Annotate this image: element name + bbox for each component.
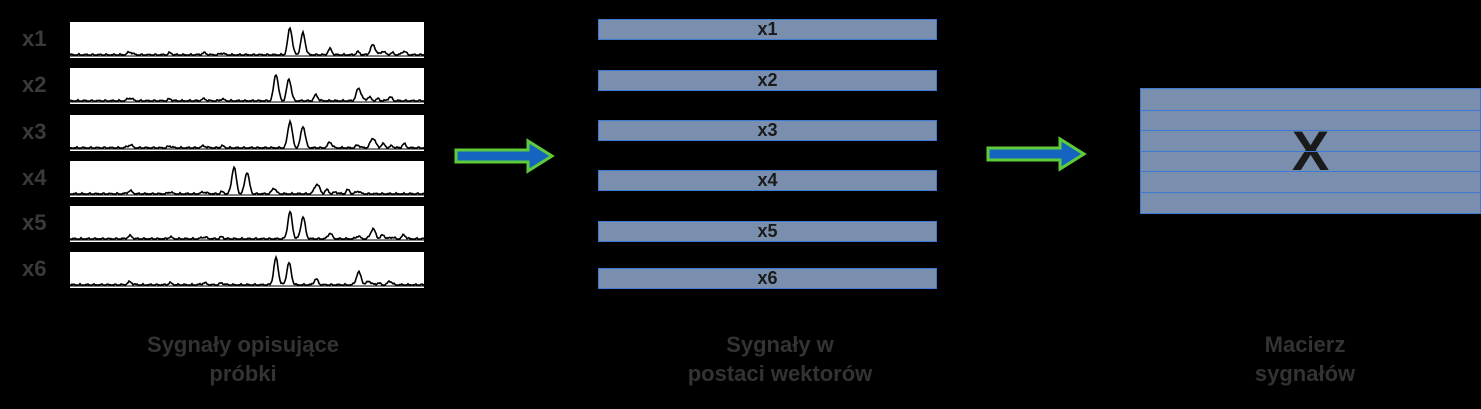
signal-line bbox=[70, 73, 424, 102]
caption-vectors: Sygnały w postaci wektorów bbox=[687, 332, 873, 386]
caption-matrix: Macierz sygnałów bbox=[1254, 332, 1356, 386]
arrow-right-icon bbox=[454, 138, 555, 174]
signal-trace bbox=[70, 115, 424, 151]
vector-bar: x5 bbox=[598, 221, 937, 242]
signal-line bbox=[70, 26, 424, 57]
matrix-row-divider bbox=[1141, 150, 1480, 152]
vector-bar: x4 bbox=[598, 170, 937, 191]
caption-signals: Sygnały opisujące próbki bbox=[147, 332, 339, 386]
signal-trace bbox=[70, 252, 424, 288]
vector-bar: x1 bbox=[598, 19, 937, 40]
signal-trace bbox=[70, 22, 424, 58]
signal-label: x3 bbox=[22, 119, 47, 144]
signal-matrix: X bbox=[1140, 88, 1481, 214]
matrix-row-divider bbox=[1141, 109, 1480, 111]
signal-trace bbox=[70, 206, 424, 242]
signal-label: x1 bbox=[22, 26, 47, 51]
signal-line bbox=[70, 254, 424, 286]
signal-trace bbox=[70, 161, 424, 197]
vector-bar: x3 bbox=[598, 120, 937, 141]
signal-trace bbox=[70, 68, 424, 104]
matrix-row-divider bbox=[1141, 130, 1480, 131]
vector-bar: x2 bbox=[598, 70, 937, 91]
signal-line bbox=[70, 210, 424, 241]
matrix-row-divider bbox=[1141, 171, 1480, 172]
vector-bar: x6 bbox=[598, 268, 937, 289]
signal-line bbox=[70, 118, 424, 150]
signal-label: x2 bbox=[22, 72, 47, 97]
matrix-row-divider bbox=[1141, 191, 1480, 193]
signal-label: x4 bbox=[22, 165, 47, 190]
arrow-right-icon bbox=[986, 136, 1087, 172]
signal-line bbox=[70, 165, 424, 195]
signal-label: x5 bbox=[22, 210, 47, 235]
signal-label: x6 bbox=[22, 256, 47, 281]
